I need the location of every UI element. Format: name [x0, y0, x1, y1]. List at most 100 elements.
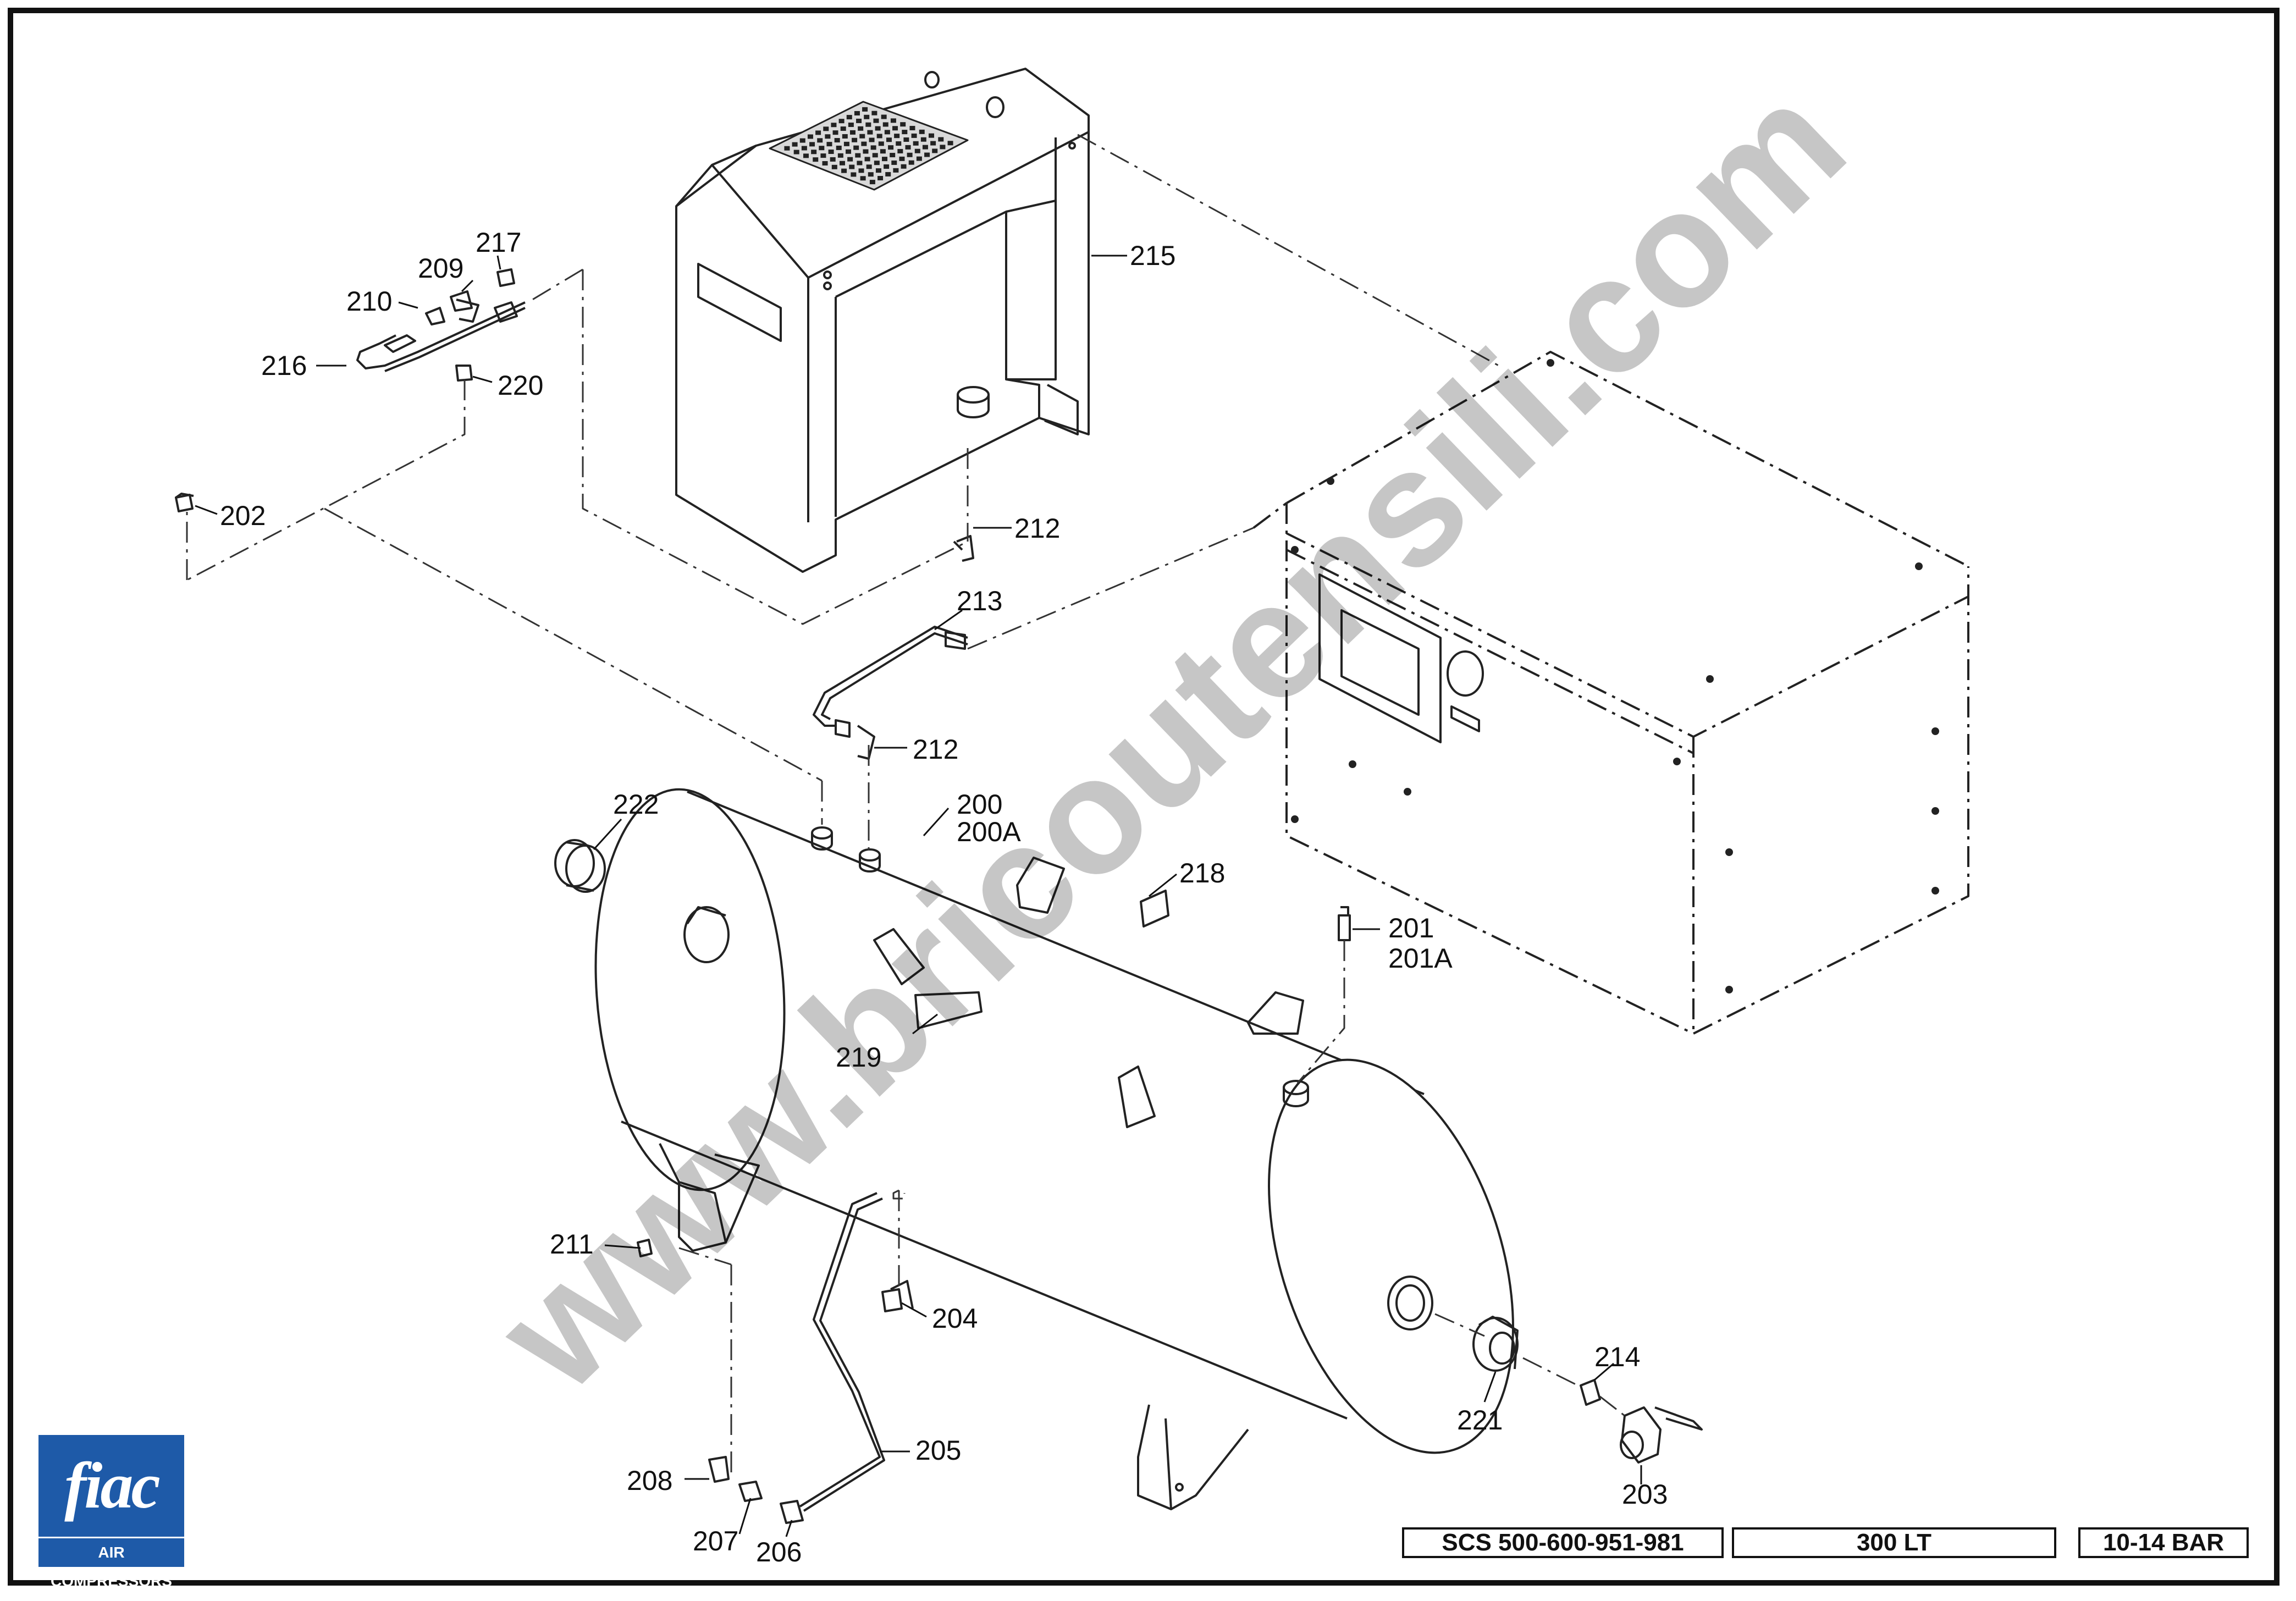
- grille-hole: [900, 122, 906, 127]
- pipe-assembly-216: [356, 268, 526, 382]
- grille-hole: [911, 133, 917, 138]
- grille-hole: [828, 150, 834, 154]
- grille-hole: [919, 129, 925, 134]
- leader-lines: [195, 255, 1642, 1537]
- part-201-safety-valve: [1338, 906, 1351, 941]
- grille-hole: [897, 148, 903, 153]
- grille-hole: [899, 156, 905, 161]
- grille-hole: [855, 153, 861, 158]
- grille-hole: [836, 145, 842, 150]
- grille-hole: [882, 157, 888, 162]
- grille-hole: [858, 168, 864, 173]
- title-block-capacity: 300 LT: [1732, 1527, 2056, 1558]
- fiac-logo: fiac AIR COMPRESSORS: [38, 1435, 184, 1589]
- grille-hole: [865, 122, 871, 127]
- callout-202: 202: [220, 500, 266, 531]
- grille-hole: [896, 141, 902, 146]
- grille-hole: [874, 161, 880, 165]
- grille-hole: [894, 134, 900, 139]
- grille-hole: [930, 141, 936, 146]
- grille-hole: [885, 172, 891, 176]
- tank-sockets: [811, 826, 1309, 1107]
- grille-hole: [947, 141, 953, 146]
- grille-hole: [831, 123, 837, 128]
- grille-hole: [831, 164, 837, 169]
- grille-hole: [823, 126, 829, 131]
- grille-hole: [881, 114, 887, 119]
- grille-hole: [807, 134, 813, 139]
- grille-hole: [852, 137, 858, 142]
- callout-labels: 215 212 213 212 200 200A 222 218 201 201…: [220, 227, 1668, 1567]
- grille-hole: [890, 153, 896, 158]
- dashed-connectors: [186, 134, 1625, 1479]
- compressor-bolts: [1291, 359, 1939, 993]
- drain-hose-205: [637, 1192, 914, 1524]
- grille-hole: [820, 153, 826, 158]
- cover-grille: [769, 101, 969, 191]
- fiac-logo-mark: fiac: [38, 1435, 184, 1537]
- grille-hole: [871, 111, 877, 115]
- grille-hole: [869, 180, 875, 185]
- part-222-plug: [554, 839, 606, 893]
- grille-hole: [916, 156, 922, 161]
- callout-200: 200: [957, 789, 1002, 820]
- grille-hole: [801, 146, 807, 151]
- grille-hole: [905, 145, 911, 150]
- grille-hole: [869, 137, 875, 142]
- part-221-fitting: [1472, 1316, 1519, 1372]
- grille-hole: [938, 137, 944, 142]
- grille-hole: [860, 176, 866, 181]
- grille-hole: [875, 168, 881, 173]
- grille-hole: [875, 126, 881, 131]
- title-block-model: SCS 500-600-951-981: [1402, 1527, 1724, 1558]
- tank-brackets: [873, 857, 1304, 1128]
- callout-204: 204: [932, 1303, 978, 1334]
- fiac-logo-word: fiac: [64, 1449, 161, 1522]
- callout-208: 208: [627, 1465, 672, 1496]
- part-212-elbow-upper: [953, 535, 974, 562]
- grille-hole: [863, 149, 869, 154]
- grille-hole: [813, 157, 819, 162]
- callout-207: 207: [693, 1526, 738, 1556]
- grille-hole: [866, 164, 872, 169]
- grille-hole: [920, 137, 926, 142]
- grille-hole: [908, 160, 914, 165]
- callout-201: 201: [1388, 913, 1434, 943]
- grille-hole: [858, 126, 864, 131]
- grille-hole: [840, 126, 846, 131]
- grille-hole: [846, 115, 852, 120]
- grille-hole: [857, 161, 863, 165]
- grille-hole: [929, 133, 935, 138]
- grille-hole: [861, 141, 867, 146]
- grille-hole: [872, 153, 878, 158]
- grille-hole: [846, 149, 852, 154]
- grille-hole: [864, 157, 870, 162]
- callout-213: 213: [957, 586, 1002, 616]
- grille-hole: [913, 141, 919, 146]
- grille-hole: [815, 130, 821, 135]
- grille-hole: [882, 122, 888, 127]
- grille-hole: [856, 118, 862, 123]
- callout-219: 219: [836, 1042, 881, 1073]
- grille-hole: [890, 118, 896, 123]
- grille-hole: [877, 176, 884, 181]
- callout-206: 206: [756, 1537, 802, 1567]
- grille-hole: [832, 130, 838, 135]
- grille-hole: [854, 111, 860, 115]
- grille-hole: [853, 145, 859, 150]
- grille-hole: [924, 152, 930, 157]
- grille-hole: [784, 146, 790, 151]
- callout-212-upper: 212: [1014, 513, 1060, 544]
- grille-hole: [880, 149, 886, 154]
- grille-hole: [886, 137, 892, 142]
- grille-hole: [891, 160, 897, 165]
- grille-hole: [849, 130, 856, 135]
- grille-hole: [922, 145, 928, 150]
- grille-hole: [868, 172, 874, 177]
- grille-hole: [834, 138, 840, 143]
- grille-hole: [811, 150, 817, 154]
- callout-201a: 201A: [1388, 943, 1453, 974]
- grille-hole: [843, 141, 849, 146]
